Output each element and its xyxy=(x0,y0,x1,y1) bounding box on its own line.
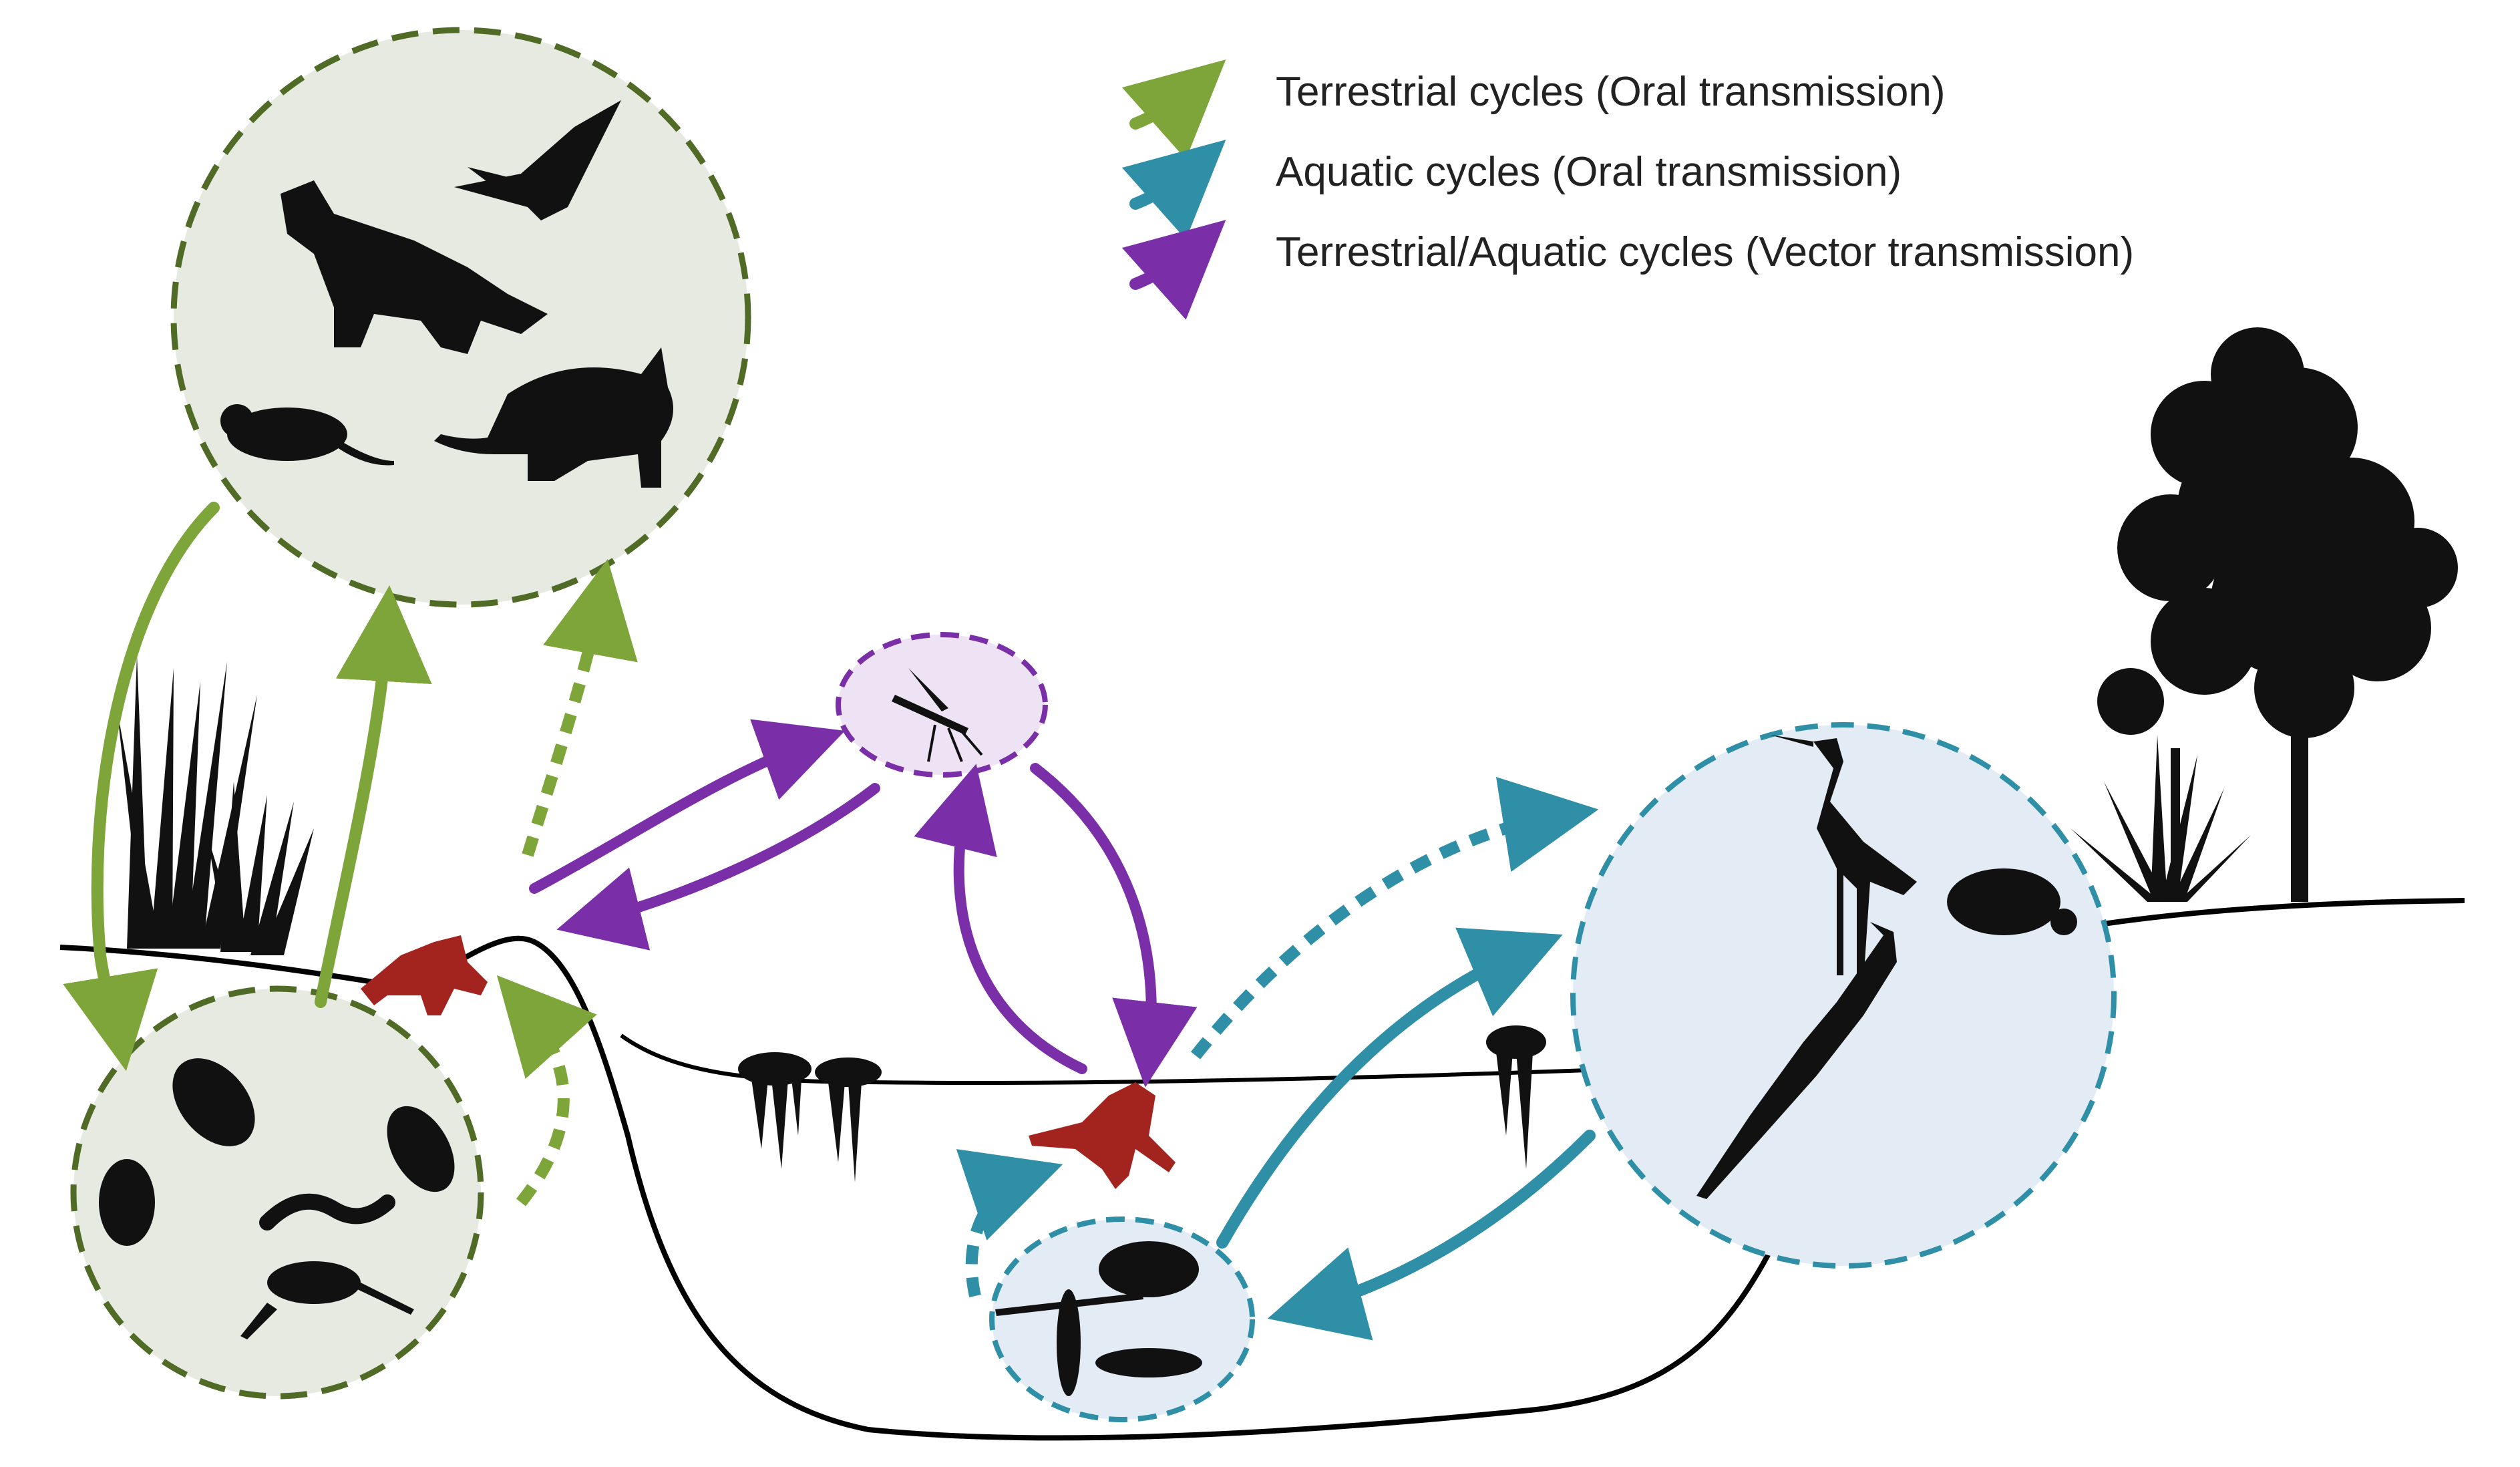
frog-icon xyxy=(361,935,488,1015)
arrow-vertebrates-to-invertebrates xyxy=(63,502,220,1072)
beetle-icon xyxy=(172,1058,255,1146)
legend-label-terrestrial: Terrestrial cycles (Oral transmission) xyxy=(1276,69,1946,115)
tree-icon xyxy=(2097,327,2458,902)
arrow-frog-to-vertebrates-dotted xyxy=(522,558,638,857)
grass-icon xyxy=(2071,735,2251,902)
aquatic-plant-icon xyxy=(738,1025,1546,1182)
legend-item-aquatic: Aquatic cycles (Oral transmission) xyxy=(1121,140,1902,240)
vertebrate-hosts-circle xyxy=(170,27,751,608)
vector-circle xyxy=(836,632,1048,778)
legend-label-vector: Terrestrial/Aquatic cycles (Vector trans… xyxy=(1276,229,2134,275)
invertebrate-hosts-circle xyxy=(70,985,484,1400)
bug-icon xyxy=(99,1106,455,1246)
arrow-mosquito-to-frog xyxy=(556,783,880,951)
legend-arrow-aquatic xyxy=(1121,140,1226,240)
arrow-invertebrates-to-vertebrates xyxy=(315,585,432,1008)
legend-arrow-vector xyxy=(1121,220,1226,320)
copepod-icon xyxy=(995,1289,1143,1396)
vector-arrows xyxy=(529,719,1198,1088)
legend-arrow-terrestrial xyxy=(1121,59,1226,160)
fox-icon xyxy=(281,180,548,354)
legend-label-aquatic: Aquatic cycles (Oral transmission) xyxy=(1276,149,1902,195)
aquatic-invertebrates-circle xyxy=(989,1216,1255,1422)
arrow-invertebrates-to-aquatic-frog-dotted xyxy=(956,1149,1063,1297)
legend-item-vector: Terrestrial/Aquatic cycles (Vector trans… xyxy=(1121,220,2134,320)
alligator-icon xyxy=(1696,922,1897,1199)
arrow-invertebrates-to-frog-dotted xyxy=(496,975,597,1206)
arrow-frog-to-aquatic-hosts-dotted xyxy=(1190,776,1599,1060)
terrestrial-arrows xyxy=(63,502,638,1206)
frog-icon xyxy=(1029,1082,1176,1189)
arrow-mosquito-to-aquatic-frog xyxy=(1030,763,1198,1088)
arrow-hosts-to-aquatic-invertebrates xyxy=(1267,1130,1596,1341)
bird-icon xyxy=(454,100,621,220)
worm-icon xyxy=(259,1193,395,1231)
arrow-aquatic-frog-to-mosquito xyxy=(914,764,1087,1074)
mayfly-larva-icon xyxy=(1099,1241,1199,1297)
arrow-frog-to-mosquito xyxy=(529,719,846,894)
aquatic-hosts-circle xyxy=(1570,722,2117,1269)
legend: Terrestrial cycles (Oral transmission) A… xyxy=(1121,59,2134,320)
heron-icon xyxy=(1770,735,1917,982)
rat-icon xyxy=(220,404,394,466)
dragonfly-larva-icon xyxy=(1095,1348,1202,1377)
turtle-icon xyxy=(1947,868,2077,935)
mosquito-icon xyxy=(892,668,983,762)
legend-item-terrestrial: Terrestrial cycles (Oral transmission) xyxy=(1121,59,1946,160)
cricket-icon xyxy=(240,1261,414,1339)
arrow-aquatic-invertebrates-to-hosts xyxy=(1216,927,1563,1249)
aquatic-arrows xyxy=(956,776,1599,1341)
grass-icon xyxy=(117,655,314,955)
cat-icon xyxy=(434,347,673,488)
